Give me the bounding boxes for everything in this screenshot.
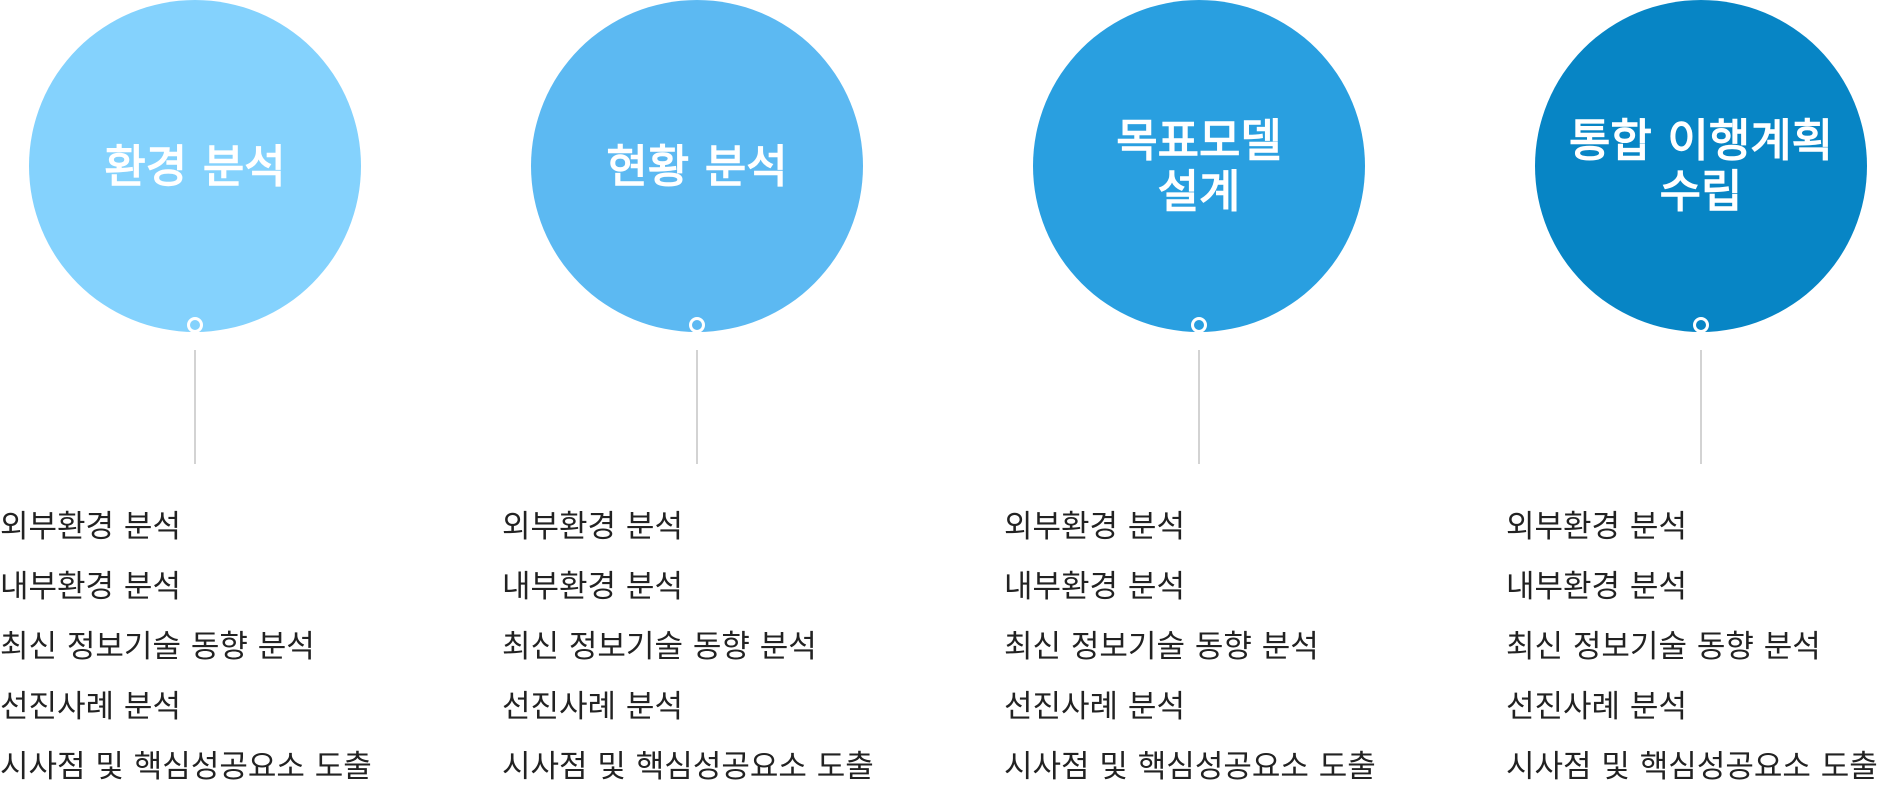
step-item-list: 외부환경 분석 내부환경 분석 최신 정보기술 동향 분석 선진사례 분석 시사… — [0, 497, 372, 797]
step-integrated-implementation-plan: 통합 이행계획 수립 외부환경 분석 내부환경 분석 최신 정보기술 동향 분석… — [1506, 0, 1898, 806]
step-title: 환경 분석 — [104, 139, 286, 193]
connector-line — [1198, 350, 1200, 464]
list-item: 선진사례 분석 — [1004, 689, 1185, 725]
list-item: 선진사례 분석 — [0, 689, 181, 725]
list-item: 선진사례 분석 — [1506, 689, 1687, 725]
list-item: 최신 정보기술 동향 분석 — [502, 629, 817, 665]
step-title: 목표모델 설계 — [1116, 114, 1282, 218]
step-title: 현황 분석 — [606, 139, 788, 193]
list-item: 시사점 및 핵심성공요소 도출 — [502, 749, 874, 785]
list-item: 내부환경 분석 — [502, 569, 683, 605]
step-circle: 목표모델 설계 — [1033, 0, 1365, 332]
connector-line — [696, 350, 698, 464]
step-environment-analysis: 환경 분석 외부환경 분석 내부환경 분석 최신 정보기술 동향 분석 선진사례… — [0, 0, 520, 806]
list-item: 외부환경 분석 — [502, 509, 683, 545]
list-item: 내부환경 분석 — [1004, 569, 1185, 605]
list-item: 내부환경 분석 — [0, 569, 181, 605]
list-item: 최신 정보기술 동향 분석 — [1506, 629, 1821, 665]
list-item: 시사점 및 핵심성공요소 도출 — [1004, 749, 1376, 785]
step-circle: 현황 분석 — [531, 0, 863, 332]
connector-line — [194, 350, 196, 464]
list-item: 외부환경 분석 — [1004, 509, 1185, 545]
list-item: 최신 정보기술 동향 분석 — [0, 629, 315, 665]
step-item-list: 외부환경 분석 내부환경 분석 최신 정보기술 동향 분석 선진사례 분석 시사… — [1004, 497, 1376, 797]
step-circle: 통합 이행계획 수립 — [1535, 0, 1867, 332]
step-circle: 환경 분석 — [29, 0, 361, 332]
step-current-state-analysis: 현황 분석 외부환경 분석 내부환경 분석 최신 정보기술 동향 분석 선진사례… — [502, 0, 1022, 806]
step-item-list: 외부환경 분석 내부환경 분석 최신 정보기술 동향 분석 선진사례 분석 시사… — [502, 497, 874, 797]
connector-dot — [1693, 317, 1709, 333]
step-target-model-design: 목표모델 설계 외부환경 분석 내부환경 분석 최신 정보기술 동향 분석 선진… — [1004, 0, 1524, 806]
connector-line — [1700, 350, 1702, 464]
list-item: 내부환경 분석 — [1506, 569, 1687, 605]
list-item: 선진사례 분석 — [502, 689, 683, 725]
list-item: 외부환경 분석 — [1506, 509, 1687, 545]
step-item-list: 외부환경 분석 내부환경 분석 최신 정보기술 동향 분석 선진사례 분석 시사… — [1506, 497, 1878, 797]
connector-dot — [689, 317, 705, 333]
connector-dot — [187, 317, 203, 333]
list-item: 시사점 및 핵심성공요소 도출 — [0, 749, 372, 785]
list-item: 외부환경 분석 — [0, 509, 181, 545]
connector-dot — [1191, 317, 1207, 333]
list-item: 최신 정보기술 동향 분석 — [1004, 629, 1319, 665]
step-title: 통합 이행계획 수립 — [1568, 114, 1834, 218]
list-item: 시사점 및 핵심성공요소 도출 — [1506, 749, 1878, 785]
